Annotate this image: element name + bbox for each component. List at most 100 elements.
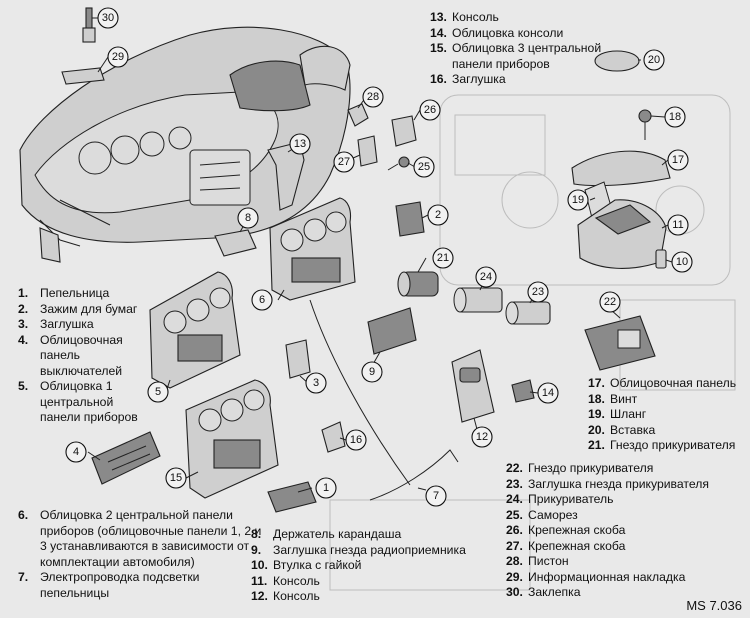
legend-items-1-5: 1. Пепельница 2. Зажим для бумаг 3. Заглушка 4… [18, 286, 153, 426]
legend-number: 25. [506, 507, 523, 522]
legend-text: Заглушка гнезда радиоприемника [273, 542, 466, 557]
legend-text: Пепельница [40, 286, 110, 300]
legend-row: 18. Винт [588, 392, 748, 408]
legend-row: 6.Облицовка 2 центральной панели приборо… [18, 508, 263, 570]
legend-text: Заглушка [40, 317, 94, 331]
legend-number: 4. [18, 332, 29, 347]
plug-3 [285, 339, 311, 379]
callout-20-label: 20 [648, 54, 660, 66]
switch-panel-4 [91, 431, 161, 485]
ashtray-1 [267, 481, 317, 513]
callout-28: 28 [362, 86, 384, 108]
legend-text: Гнездо прикуривателя [610, 438, 736, 452]
radio-plug-9 [367, 307, 417, 355]
legend-items-6-7: 6.Облицовка 2 центральной панели приборо… [18, 508, 263, 601]
callout-21: 21 [432, 247, 454, 269]
callout-27: 27 [333, 151, 355, 173]
legend-text: Втулка с гайкой [273, 558, 362, 572]
callout-7: 7 [425, 485, 447, 507]
legend-number: 16. [430, 72, 447, 86]
callout-4: 4 [65, 441, 87, 463]
legend-text: Винт [610, 391, 638, 406]
legend-text: Информационная накладка [528, 569, 686, 584]
callout-21-label: 21 [437, 252, 449, 264]
legend-text: Зажим для бумаг [40, 301, 138, 316]
legend-text: Облицовка 3 центральной панели приборов [452, 41, 602, 71]
legend-number: 29. [506, 569, 523, 584]
callout-6-label: 6 [259, 294, 265, 306]
callout-30: 30 [97, 7, 119, 29]
callout-10: 10 [671, 251, 693, 273]
lighter-socket-22 [584, 315, 656, 371]
legend-text: Пистон [528, 554, 569, 568]
lighter-socket-21 [397, 271, 439, 297]
legend-number: 28. [506, 554, 523, 568]
screw-18 [638, 109, 652, 140]
callout-19: 19 [567, 189, 589, 211]
legend-number: 11. [251, 573, 268, 588]
legend-number: 23. [506, 476, 523, 491]
callout-7-label: 7 [433, 490, 439, 502]
callout-17: 17 [667, 149, 689, 171]
bushing-10 [655, 249, 667, 269]
legend-number: 10. [251, 558, 268, 572]
trim-panel-15 [185, 379, 279, 499]
callout-14: 14 [537, 382, 559, 404]
legend-text: Заглушка [452, 72, 506, 86]
legend-text: Прикуриватель [528, 492, 614, 506]
figure-code: MS 7.036 [686, 598, 742, 613]
legend-text: Гнездо прикуривателя [528, 461, 654, 475]
callout-26-label: 26 [424, 104, 436, 116]
legend-row: 2. Зажим для бумаг [18, 302, 153, 318]
legend-number: 15. [430, 41, 447, 55]
callout-3-label: 3 [313, 377, 319, 389]
callout-28-label: 28 [367, 91, 379, 103]
bracket-27 [357, 135, 378, 167]
legend-text: Вставка [610, 422, 656, 437]
legend-number: 7. [18, 570, 29, 584]
legend-text: Облицовка 2 центральной панели приборов … [40, 508, 262, 569]
legend-row: 24. Прикуриватель [506, 492, 746, 508]
callout-8-label: 8 [245, 212, 251, 224]
callout-9-label: 9 [369, 366, 375, 378]
legend-number: 18. [588, 391, 605, 406]
callout-18: 18 [664, 106, 686, 128]
dashboard-assembly [19, 26, 351, 263]
piston-28 [347, 103, 369, 127]
legend-row: 9.Заглушка гнезда радиоприемника [251, 543, 471, 559]
cigarette-lighter-24 [453, 287, 503, 313]
legend-number: 1. [18, 286, 29, 300]
legend-row: 11.Консоль [251, 574, 471, 590]
trim-panel-5 [149, 271, 241, 389]
callout-13: 13 [289, 133, 311, 155]
legend-number: 13. [430, 10, 447, 24]
legend-number: 24. [506, 492, 523, 506]
callout-30-label: 30 [102, 12, 114, 24]
legend-number: 27. [506, 538, 523, 553]
legend-number: 30. [506, 585, 523, 599]
callout-23: 23 [527, 281, 549, 303]
legend-row: 12.Консоль [251, 589, 471, 605]
legend-number: 2. [18, 301, 29, 316]
callout-24: 24 [475, 266, 497, 288]
legend-row: 4.Облицовочная панель выключателей [18, 333, 153, 380]
legend-row: 1. Пепельница [18, 286, 153, 302]
legend-row: 16. Заглушка [430, 72, 610, 88]
legend-row: 29. Информационная накладка [506, 570, 746, 586]
callout-8: 8 [237, 207, 259, 229]
legend-row: 20.Вставка [588, 423, 748, 439]
legend-number: 3. [18, 317, 29, 331]
trim-panel-17 [571, 150, 671, 187]
callout-12-label: 12 [476, 431, 488, 443]
legend-text: Держатель карандаша [273, 527, 402, 541]
callout-16-label: 16 [350, 434, 362, 446]
legend-row: 13.Консоль [430, 10, 610, 26]
callout-19-label: 19 [572, 194, 584, 206]
callout-18-label: 18 [669, 111, 681, 123]
legend-number: 26. [506, 523, 523, 537]
info-plate-29 [61, 67, 105, 85]
callout-27-label: 27 [338, 156, 350, 168]
legend-text: Облицовочная панель [610, 376, 737, 390]
legend-text: Крепежная скоба [528, 538, 626, 553]
console-12 [451, 349, 495, 423]
